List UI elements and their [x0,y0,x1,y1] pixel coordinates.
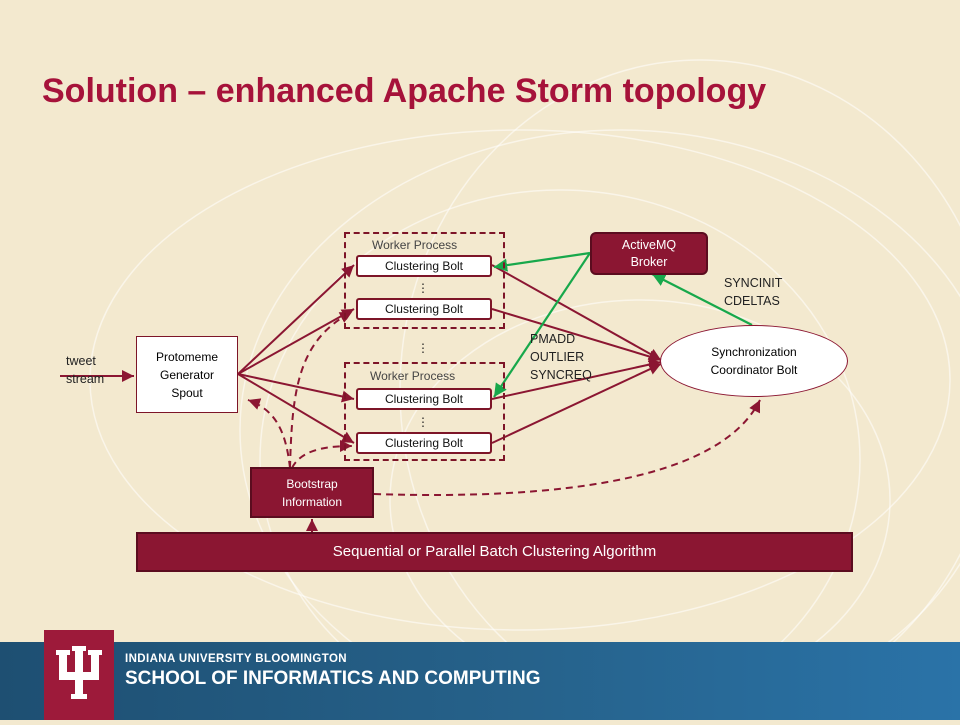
bootstrap-line2: Information [281,494,343,509]
broker-line1: ActiveMQ [621,237,677,252]
tweet-stream-label-line2: stream [66,372,105,386]
protomeme-spout[interactable]: Protomeme Generator Spout [136,336,238,413]
bootstrap-information[interactable]: Bootstrap Information [250,467,374,518]
dashed-bootstrap-to-spout [247,398,291,469]
message-syncinit: SYNCINIT [724,276,783,290]
arrow-bolt-3-to-coordinator [491,358,662,400]
worker-process-2 [344,362,505,461]
bootstrap-line1: Bootstrap [286,476,338,491]
green-coordinator-to-broker [651,273,753,326]
footer-school: SCHOOL OF INFORMATICS AND COMPUTING [125,668,541,689]
clustering-bolt-4[interactable]: Clustering Bolt [356,432,492,454]
worker-process-2-label: Worker Process [370,369,456,383]
arrow-spout-to-bolt-3 [237,373,355,403]
arrow-bolt-4-to-coordinator [491,363,662,444]
worker-process-1-label: Worker Process [372,238,458,252]
worker-1-dots: ⋮ [417,281,429,295]
spout-line2: Generator [159,367,215,382]
between-workers-dots: ⋮ [417,341,429,355]
message-outlier: OUTLIER [530,350,585,364]
clustering-bolt-1[interactable]: Clustering Bolt [356,255,492,277]
message-syncreq: SYNCREQ [530,368,592,382]
coordinator-line1: Synchronization [711,345,797,359]
spout-line3: Spout [171,385,203,400]
spout-line1: Protomeme [155,349,219,364]
trident-icon [44,630,114,720]
message-cdeltas: CDELTAS [724,294,780,308]
clustering-bolt-3[interactable]: Clustering Bolt [356,388,492,410]
dashed-bootstrap-to-worker-1 [289,311,353,469]
message-pmadd: PMADD [530,332,576,346]
coordinator-line2: Coordinator Bolt [710,363,798,377]
footer-bar [0,642,960,720]
dashed-bootstrap-to-worker-2 [291,440,353,469]
tweet-stream-label-line1: tweet [66,354,96,368]
activemq-broker[interactable]: ActiveMQ Broker [590,232,708,275]
worker-process-1 [344,232,505,329]
broker-line2: Broker [630,254,668,269]
clustering-bolt-2-label: Clustering Bolt [384,302,464,316]
clustering-bolt-1-label: Clustering Bolt [384,259,464,273]
arrow-bolt-2-to-coordinator [491,308,662,363]
batch-clustering-label: Sequential or Parallel Batch Clustering … [332,543,657,560]
slide-title: Solution – enhanced Apache Storm topolog… [42,72,767,110]
arrow-bolt-1-to-coordinator [491,264,662,361]
clustering-bolt-2[interactable]: Clustering Bolt [356,298,492,320]
batch-clustering-algorithm[interactable]: Sequential or Parallel Batch Clustering … [136,532,853,572]
green-broker-to-bolt-1 [493,251,591,272]
clustering-bolt-3-label: Clustering Bolt [384,392,464,406]
arrow-spout-to-bolt-2 [237,308,355,375]
arrow-spout-to-bolt-1 [237,264,355,375]
worker-2-dots: ⋮ [417,415,429,429]
clustering-bolt-4-label: Clustering Bolt [384,436,464,450]
green-broker-to-bolt-3 [493,252,591,398]
dashed-bootstrap-to-coordinator [373,399,761,496]
arrow-spout-to-bolt-4 [237,373,355,444]
footer-university: INDIANA UNIVERSITY BLOOMINGTON [125,653,347,665]
synchronization-coordinator-bolt[interactable]: Synchronization Coordinator Bolt [660,325,848,397]
